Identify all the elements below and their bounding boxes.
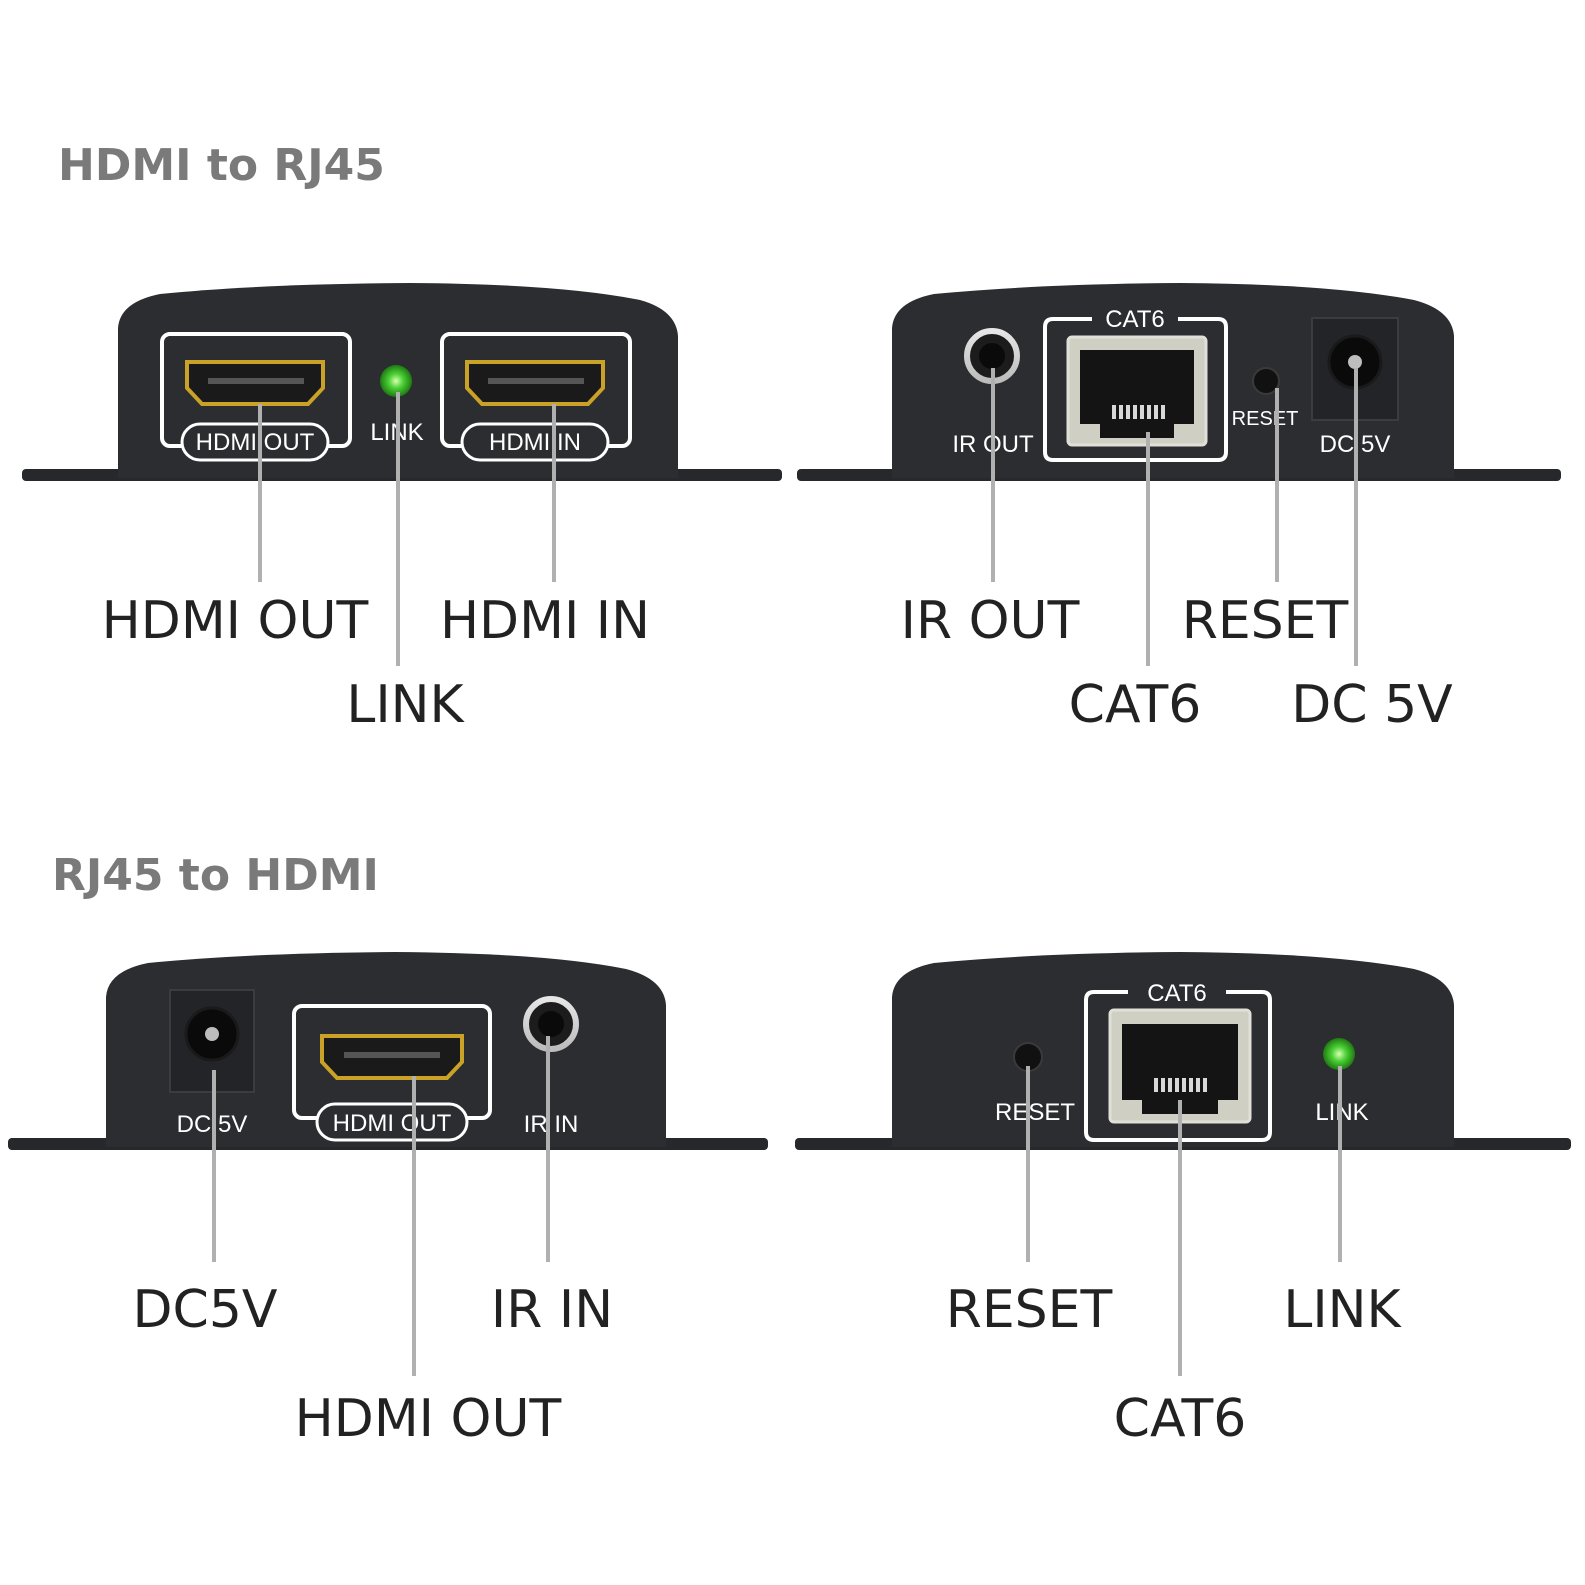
callout-dc: DC5V: [132, 1280, 277, 1340]
cat6-port: CAT6: [1043, 306, 1228, 462]
section-title-rj45-to-hdmi: RJ45 to HDMI: [52, 850, 379, 901]
hdmi-out-panel-label: HDMI OUT: [196, 429, 315, 456]
reset-panel-label: RESET: [1232, 408, 1299, 430]
hdmi-out-panel-label: HDMI OUT: [333, 1110, 452, 1137]
dc-power-jack: DC 5V: [169, 989, 255, 1138]
callout-reset: RESET: [946, 1280, 1113, 1340]
callout-ir-out: IR OUT: [901, 591, 1080, 651]
unit-receiver-network-side: RESET CAT6 LINK RESET CAT6 LINK: [795, 952, 1571, 1449]
callout-hdmi-in: HDMI IN: [440, 591, 650, 651]
callout-dc: DC 5V: [1291, 675, 1453, 735]
unit-receiver-hdmi-side: DC 5V HDMI OUT IR IN DC5V HDMI OUT IR IN: [8, 952, 768, 1449]
ir-in-panel-label: IR IN: [524, 1111, 579, 1138]
callout-link: LINK: [1283, 1280, 1402, 1340]
cat6-port: CAT6: [1084, 980, 1272, 1142]
callout-ir-in: IR IN: [491, 1280, 613, 1340]
ir-in-jack: IR IN: [523, 996, 579, 1138]
unit-transmitter-hdmi-side: HDMI OUT LINK HDMI IN HDMI OUT LINK HDMI…: [22, 283, 782, 735]
hdmi-in-panel-label: HDMI IN: [489, 429, 581, 456]
section-title-hdmi-to-rj45: HDMI to RJ45: [58, 140, 385, 191]
hdmi-in-port: HDMI IN: [440, 332, 632, 462]
callout-reset: RESET: [1182, 591, 1349, 651]
hdmi-out-port: HDMI OUT: [160, 332, 352, 462]
callout-cat6: CAT6: [1114, 1389, 1247, 1449]
reset-panel-label: RESET: [995, 1099, 1075, 1126]
reset-button: RESET: [995, 1042, 1075, 1126]
cat6-panel-label: CAT6: [1105, 306, 1165, 333]
hdmi-out-port: HDMI OUT: [292, 1004, 492, 1142]
callout-hdmi-out: HDMI OUT: [295, 1389, 562, 1449]
callout-link: LINK: [346, 675, 465, 735]
callout-cat6: CAT6: [1069, 675, 1202, 735]
reset-button: RESET: [1232, 367, 1299, 430]
cat6-panel-label: CAT6: [1147, 980, 1207, 1007]
callout-hdmi-out: HDMI OUT: [102, 591, 369, 651]
unit-transmitter-network-side: IR OUT CAT6 RESET DC 5V: [797, 283, 1561, 735]
